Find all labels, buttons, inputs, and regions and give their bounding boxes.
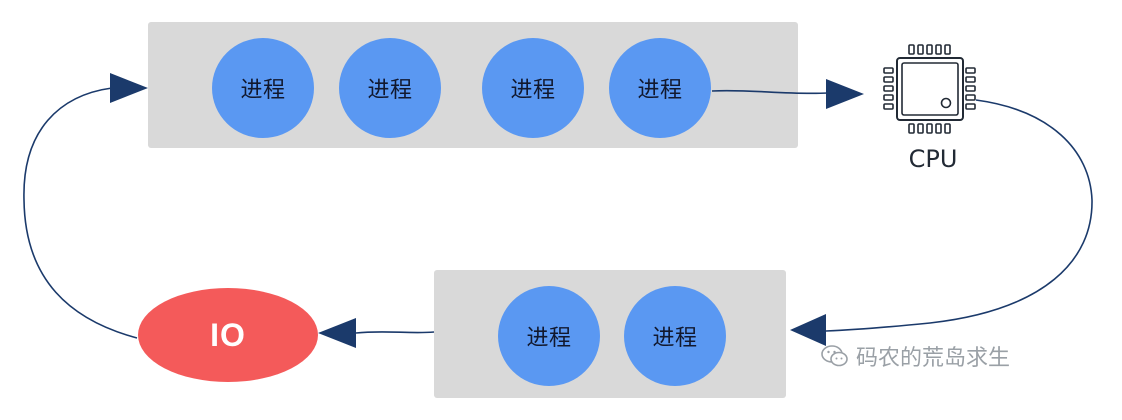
process-node: 进程 [339,38,441,138]
queue-to-cpu-connector [711,89,829,95]
io-waiting-queue: 进程 进程 [434,270,786,398]
cpu-chip-icon [883,44,976,134]
arrowhead-icon [110,73,148,103]
process-node: 进程 [482,38,584,138]
wechat-icon [821,345,848,367]
arrowhead-icon [826,79,864,109]
waiting-to-io-connector [355,331,435,334]
process-node: 进程 [609,38,711,138]
io-to-ready-connector [23,87,138,339]
watermark: 码农的荒岛求生 [820,340,1010,372]
process-node: 进程 [498,286,600,386]
arrowhead-icon [790,314,826,346]
io-label: IO [210,316,246,353]
ready-queue: 进程 进程 进程 进程 [148,22,798,148]
arrowhead-icon [318,318,356,348]
cpu-label: CPU [908,145,958,173]
watermark-text: 码农的荒岛求生 [856,346,1011,371]
process-node: 进程 [624,286,726,386]
cpu-to-waiting-connector [825,99,1093,332]
process-node: 进程 [212,38,314,138]
io-device: IO [138,288,318,382]
